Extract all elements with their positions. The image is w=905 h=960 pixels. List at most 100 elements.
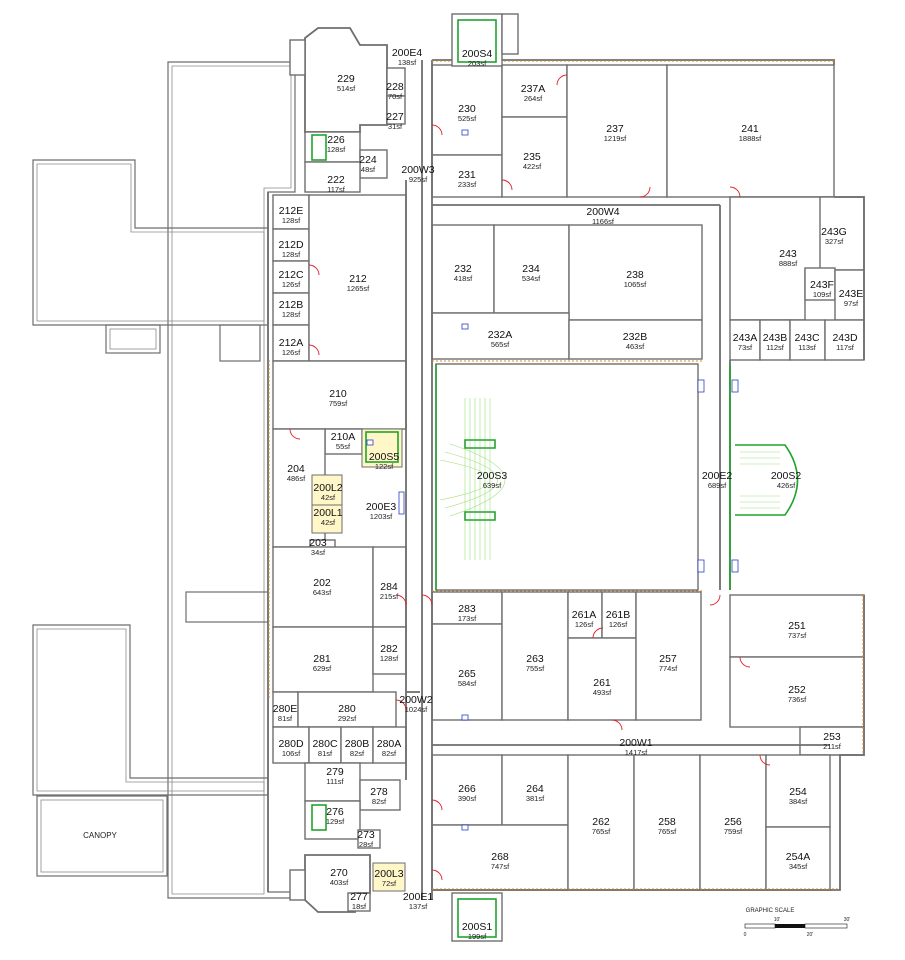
room-area-232a: 565sf [491,340,510,349]
atrium [435,363,799,591]
room-number-200l2: 200L2 [313,482,342,494]
room-area-268: 747sf [491,862,510,871]
room-number-273: 273 [357,829,375,841]
room-number-200s2: 200S2 [771,470,802,482]
room-number-200w3: 200W3 [401,164,434,176]
room-number-261a: 261A [572,609,597,621]
room-number-232b: 232B [623,331,648,343]
room-area-210a: 55sf [336,442,351,451]
room-area-281: 629sf [313,664,332,673]
window-markers [366,129,739,831]
room-area-262: 765sf [592,827,611,836]
room-number-222: 222 [327,174,345,186]
room-area-257: 774sf [659,664,678,673]
room-area-237a: 264sf [524,94,543,103]
room-number-200s1: 200S1 [462,921,493,933]
room-area-200w2: 1024sf [405,705,428,714]
room-area-251: 737sf [788,631,807,640]
room-number-243: 243 [779,248,797,260]
room-area-253: 211sf [823,742,842,751]
room-number-258: 258 [658,816,676,828]
room-number-200s3: 200S3 [477,470,508,482]
room-number-262: 262 [592,816,610,828]
room-area-273: 28sf [359,840,374,849]
room-area-212b: 128sf [282,310,301,319]
room-area-202: 643sf [313,588,332,597]
room-number-200l1: 200L1 [313,507,342,519]
door-swings [289,74,771,881]
room-number-280c: 280C [312,738,338,750]
room-number-279: 279 [326,766,344,778]
room-area-284: 215sf [380,592,399,601]
room-area-235: 422sf [523,162,542,171]
room-area-243: 888sf [779,259,798,268]
stair-towers [311,13,519,942]
room-number-202: 202 [313,577,331,589]
room-number-257: 257 [659,653,677,665]
room-number-276: 276 [326,806,344,818]
room-area-200l3: 72sf [382,879,397,888]
room-number-277: 277 [350,891,368,903]
room-number-263: 263 [526,653,544,665]
room-area-243f: 109sf [813,290,832,299]
room-area-243d: 117sf [836,343,855,352]
room-number-200e2: 200E2 [702,470,733,482]
room-number-261b: 261B [606,609,631,621]
room-number-270: 270 [330,867,348,879]
room-area-212: 1265sf [347,284,370,293]
room-number-280b: 280B [345,738,370,750]
room-number-253: 253 [823,731,841,743]
room-walls [272,27,865,913]
room-number-210: 210 [329,388,347,400]
room-area-210: 759sf [329,399,348,408]
room-area-276: 129sf [326,817,345,826]
scale-tick-0: 0 [744,932,747,938]
room-number-243f: 243F [810,279,834,291]
room-number-237a: 237A [521,83,546,95]
room-area-212e: 128sf [282,216,301,225]
room-area-203: 34sf [311,548,326,557]
room-number-210a: 210A [331,431,356,443]
room-area-212c: 126sf [282,280,301,289]
room-number-237: 237 [606,123,624,135]
room-number-200w1: 200W1 [619,737,652,749]
room-area-200l1: 42sf [321,518,336,527]
room-number-252: 252 [788,684,806,696]
room-area-200w3: 925sf [409,175,428,184]
room-area-200w1: 1417sf [625,748,648,757]
room-number-200w4: 200W4 [586,206,619,218]
room-area-280: 292sf [338,714,357,723]
room-number-200s5: 200S5 [369,451,400,463]
room-area-266: 390sf [458,794,477,803]
room-number-241: 241 [741,123,759,135]
room-area-261b: 126sf [609,620,628,629]
room-number-284: 284 [380,581,398,593]
room-area-256: 759sf [724,827,743,836]
room-number-266: 266 [458,783,476,795]
scale-tick-2: 20' [807,932,814,938]
room-area-200s3: 639sf [483,481,502,490]
room-area-224: 48sf [361,165,376,174]
room-area-265: 584sf [458,679,477,688]
scale-tick-1: 10' [774,917,781,923]
room-number-212d: 212D [278,239,304,251]
room-area-280a: 82sf [382,749,397,758]
scale-tick-3: 30' [844,917,851,923]
room-area-264: 381sf [526,794,545,803]
room-area-200l2: 42sf [321,493,336,502]
room-number-229: 229 [337,73,355,85]
room-area-231: 233sf [458,180,477,189]
room-number-212c: 212C [278,269,304,281]
glazing [268,60,864,890]
room-area-258: 765sf [658,827,677,836]
room-area-263: 755sf [526,664,545,673]
room-number-200w2: 200W2 [399,694,432,706]
room-area-200s5: 122sf [375,462,394,471]
room-number-243b: 243B [763,332,788,344]
room-area-237: 1219sf [604,134,627,143]
room-area-212a: 126sf [282,348,301,357]
room-area-243g: 327sf [825,237,844,246]
room-number-243d: 243D [832,332,858,344]
room-number-265: 265 [458,668,476,680]
room-area-238: 1065sf [624,280,647,289]
